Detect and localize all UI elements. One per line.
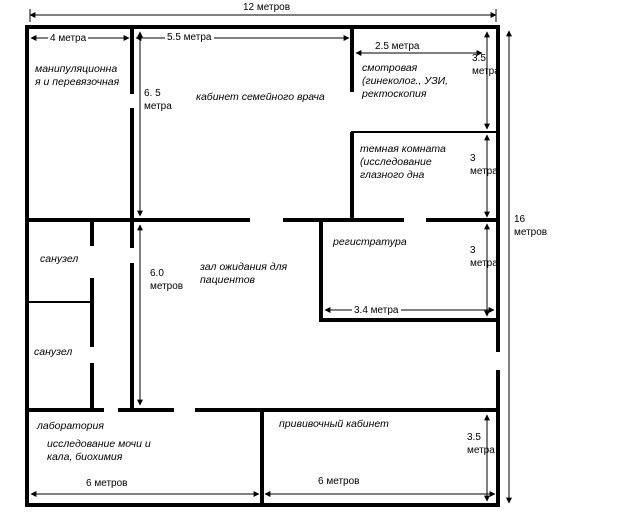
dim-registry-height: 3 метра (470, 245, 498, 269)
room-label-dark-room: темная комната (исследование глазного дн… (360, 143, 446, 181)
dim-vaccination-width: 6 метров (318, 476, 360, 487)
room-label-exam: смотровая (гинеколог., УЗИ, ректоскопия (362, 62, 449, 100)
dim-top-row-height: 6. 5 метра (144, 88, 172, 112)
dim-registry-width: 3.4 метра (352, 305, 401, 317)
room-label-lab-tests: исследование мочи и кала, биохимия (47, 438, 151, 463)
dimension-lines (29, 9, 512, 504)
room-label-family-doctor: кабинет семейного врача (196, 91, 325, 103)
dim-total-width: 12 метров (240, 2, 294, 14)
dim-dark-room-height: 3 метра (470, 153, 498, 177)
dim-lab-width: 6 метров (86, 478, 128, 489)
room-label-laboratory: лаборатория (37, 420, 104, 432)
dim-middle-height: 6.0 метров (150, 268, 184, 292)
dim-total-height: 16 метров (514, 214, 548, 238)
dim-exam-height: 3.5 метра (472, 53, 500, 77)
room-label-waiting: зал ожидания для пациентов (200, 261, 288, 286)
room-label-wc-upper: санузел (40, 253, 79, 265)
room-label-wc-lower: санузел (34, 346, 73, 358)
room-label-registry: регистратура (333, 236, 407, 248)
room-label-manipulation: манипуляционна я и перевязочная (35, 63, 120, 88)
dim-exam-width: 2.5 метра (375, 41, 420, 52)
room-label-vaccination: прививочный кабинет (279, 418, 389, 430)
dim-vaccination-height: 3.5 метра (467, 432, 495, 456)
dim-left-room-width: 4 метра (48, 33, 89, 45)
dim-doctor-room-width: 5.5 метра (165, 32, 214, 44)
walls (25, 25, 500, 507)
